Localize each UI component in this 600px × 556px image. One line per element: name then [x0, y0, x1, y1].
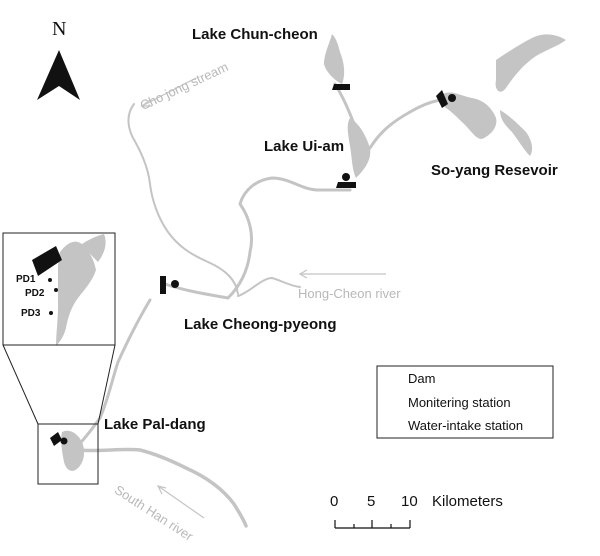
bukhan-upper-river-line — [163, 176, 352, 300]
legend-label-monitoring-station: Monitering station — [408, 395, 511, 410]
south-han-arrow-head — [156, 485, 167, 495]
cho-jong-arrow — [141, 77, 197, 107]
monitoring-station-pd3 — [49, 311, 53, 315]
inset-lake-upper-arm — [82, 234, 106, 262]
scale-label-unit: Kilometers — [432, 493, 503, 510]
north-label: N — [52, 18, 67, 40]
paldang-lake-body — [61, 430, 85, 471]
legend-label-dam: Dam — [408, 371, 436, 386]
dam-icon-soyang — [436, 90, 448, 108]
label-pd1: PD1 — [16, 274, 36, 285]
bukhan-river-line — [70, 298, 152, 454]
south-han-arrow — [157, 485, 205, 519]
soyang-reservoir-body — [440, 92, 497, 139]
dam-icon-chuncheon — [332, 84, 350, 90]
scale-label-0: 0 — [330, 493, 339, 510]
hong-cheon-arrow-head — [298, 269, 308, 279]
dam-icon-inset — [32, 246, 62, 276]
uiam-lake-body — [347, 118, 371, 178]
monitoring-station-soyang — [448, 94, 456, 102]
inset-leader-right — [97, 344, 116, 425]
dam-icon-uiam — [336, 182, 356, 188]
chuncheon-lake-body — [324, 34, 345, 84]
label-lake-cheong-pyeong: Lake Cheong-pyeong — [184, 316, 337, 333]
label-lake-ui-am: Lake Ui-am — [264, 138, 345, 155]
monitoring-station-uiam — [342, 173, 350, 181]
monitoring-station-cheongpyeong — [171, 280, 179, 288]
monitoring-station-pd2 — [54, 288, 58, 292]
inset-box — [2, 232, 116, 346]
legend-label-water-intake-station: Water-intake station — [408, 418, 524, 433]
dam-icon-paldang — [50, 432, 62, 446]
soyang-river-line — [368, 98, 442, 150]
inset-source-box — [37, 423, 99, 485]
label-pd3: PD3 — [21, 308, 41, 319]
soyang-reservoir-south-arm — [500, 110, 533, 156]
label-lake-chun-cheon: Lake Chun-cheon — [192, 26, 318, 43]
label-pd2: PD2 — [25, 288, 45, 299]
inset-leader-left — [2, 344, 39, 425]
soyang-reservoir-east-arm — [495, 34, 566, 92]
monitoring-station-pd1 — [48, 278, 52, 282]
scale-label-5: 5 — [367, 493, 376, 510]
south-han-river-line — [76, 447, 248, 528]
label-lake-pal-dang: Lake Pal-dang — [104, 416, 206, 433]
north-arrow-icon — [37, 50, 80, 100]
scale-label-10: 10 — [401, 493, 418, 510]
dam-icon-cheongpyeong — [160, 276, 166, 294]
cho-jong-stream-line — [127, 103, 239, 295]
label-hong-cheon-river: Hong-Cheon river — [298, 286, 401, 301]
hong-cheon-river-line — [237, 277, 301, 297]
monitoring-station-paldang — [60, 437, 68, 445]
legend-box — [376, 365, 554, 439]
cho-jong-arrow-head — [140, 99, 152, 107]
label-so-yang-reservoir: So-yang Resevoir — [431, 162, 558, 179]
inset-lake-body — [56, 241, 96, 346]
